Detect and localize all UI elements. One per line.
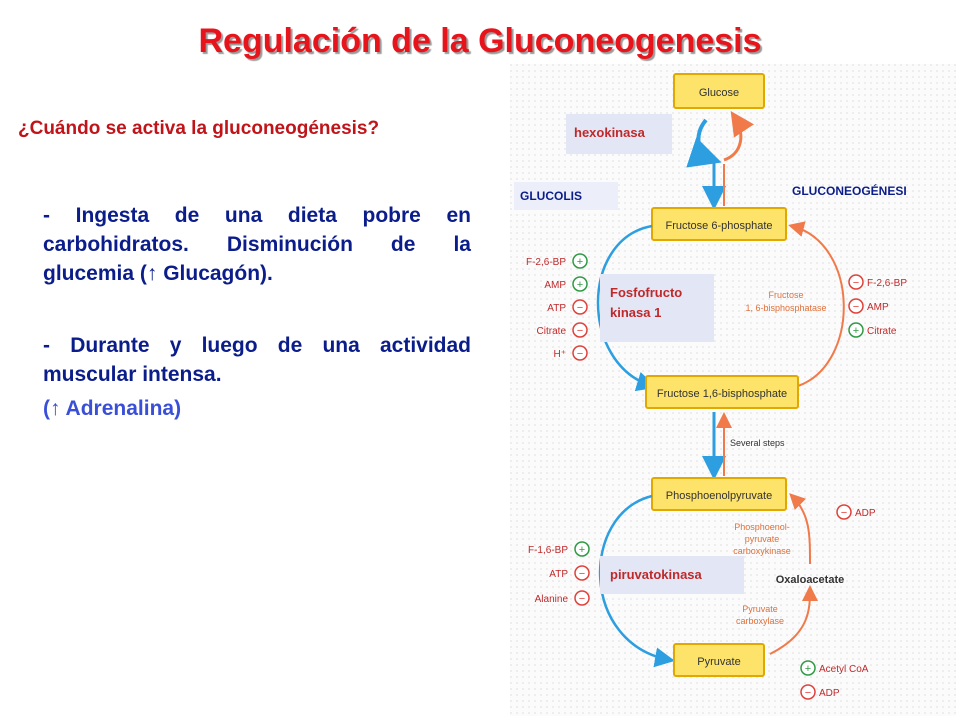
svg-text:Fructose 1,6-bisphosphate: Fructose 1,6-bisphosphate bbox=[657, 388, 787, 400]
svg-text:ADP: ADP bbox=[819, 688, 840, 699]
glucolisis-label: GLUCOLIS bbox=[520, 189, 582, 203]
enzyme-pepck-line3: carboxykinase bbox=[733, 546, 791, 556]
regulator-pepck-adp: − ADP bbox=[836, 504, 876, 520]
svg-text:+: + bbox=[579, 544, 585, 556]
svg-text:Fosfofructo: Fosfofructo bbox=[610, 285, 682, 300]
metabolite-oxaloacetate: Oxaloacetate bbox=[776, 574, 844, 586]
bullet-item-diet: - Ingesta de una dieta pobre en carbohid… bbox=[43, 201, 471, 288]
svg-text:Glucose: Glucose bbox=[699, 87, 739, 99]
svg-text:Pyruvate: Pyruvate bbox=[697, 656, 740, 668]
svg-text:−: − bbox=[853, 277, 859, 289]
svg-text:Alanine: Alanine bbox=[535, 594, 569, 605]
svg-text:Citrate: Citrate bbox=[537, 326, 567, 337]
regulators-pyruvate-carboxylase: + Acetyl CoA − ADP bbox=[800, 660, 869, 700]
svg-text:Fructose 6-phosphate: Fructose 6-phosphate bbox=[665, 220, 772, 232]
oxaloacetate-to-pep-arrow bbox=[789, 493, 811, 565]
enzyme-pepck-line1: Phosphoenol- bbox=[734, 522, 790, 532]
metabolite-f6p: Fructose 6-phosphate bbox=[651, 207, 787, 241]
glycolysis-upper-arc bbox=[596, 224, 657, 392]
svg-text:Acetyl CoA: Acetyl CoA bbox=[819, 664, 869, 675]
svg-text:−: − bbox=[805, 687, 811, 699]
glucolisis-label-bg bbox=[514, 182, 618, 210]
pyruvate-to-oxaloacetate-arrow bbox=[769, 585, 818, 655]
metabolite-pep: Phosphoenolpyruvate bbox=[651, 477, 787, 511]
svg-text:ATP: ATP bbox=[549, 569, 568, 580]
question-heading: ¿Cuándo se activa la gluconeogénesis? bbox=[18, 118, 380, 139]
hexokinase-arrow bbox=[686, 118, 722, 168]
enzyme-fbpase-line1: Fructose bbox=[768, 290, 803, 300]
svg-text:−: − bbox=[841, 507, 847, 519]
svg-text:ADP: ADP bbox=[855, 508, 876, 519]
svg-text:piruvatokinasa: piruvatokinasa bbox=[610, 567, 703, 582]
enzyme-piruvatokinasa: piruvatokinasa bbox=[600, 556, 744, 594]
bullet-dash: - bbox=[43, 334, 71, 357]
enzyme-fbpase-line2: 1, 6-bisphosphatase bbox=[745, 303, 826, 313]
adrenalina-note: (↑ Adrenalina) bbox=[43, 397, 182, 420]
enzyme-pcarb-line2: carboxylase bbox=[736, 616, 784, 626]
svg-text:Phosphoenolpyruvate: Phosphoenolpyruvate bbox=[666, 490, 772, 502]
svg-text:−: − bbox=[853, 301, 859, 313]
svg-text:kinasa 1: kinasa 1 bbox=[610, 305, 661, 320]
svg-text:H⁺: H⁺ bbox=[554, 349, 567, 360]
svg-text:−: − bbox=[577, 325, 583, 337]
several-steps-label: Several steps bbox=[730, 438, 785, 448]
metabolite-f16bp: Fructose 1,6-bisphosphate bbox=[645, 375, 799, 409]
svg-text:ATP: ATP bbox=[547, 303, 566, 314]
enzyme-pcarb-line1: Pyruvate bbox=[742, 604, 778, 614]
gluconeogenesis-label: GLUCONEOGÉNESI bbox=[792, 183, 907, 198]
svg-text:Citrate: Citrate bbox=[867, 326, 897, 337]
metabolite-glucose: Glucose bbox=[673, 73, 765, 109]
page-title: Regulación de la Gluconeogenesis bbox=[198, 22, 762, 60]
enzyme-hexokinasa: hexokinasa bbox=[566, 114, 672, 154]
enzyme-pfk1: Fosfofructo kinasa 1 bbox=[600, 274, 714, 342]
svg-text:+: + bbox=[577, 256, 583, 268]
svg-text:+: + bbox=[805, 663, 811, 675]
glucose-return-arrow bbox=[723, 111, 754, 162]
svg-text:AMP: AMP bbox=[867, 302, 889, 313]
gluconeogenesis-upper-arc bbox=[788, 221, 845, 387]
svg-text:−: − bbox=[579, 593, 585, 605]
bullet-item-exercise: - Durante y luego de una actividad muscu… bbox=[43, 331, 471, 389]
svg-text:−: − bbox=[577, 348, 583, 360]
metabolite-pyruvate: Pyruvate bbox=[673, 643, 765, 677]
svg-text:F-2,6-BP: F-2,6-BP bbox=[526, 257, 566, 268]
bullet-text: Ingesta de una dieta pobre en carbohidra… bbox=[43, 204, 471, 285]
regulators-right-top: − F-2,6-BP − AMP + Citrate bbox=[848, 274, 907, 338]
pathway-diagram: Glucose hexokinasa GLUCOLIS GLUCONEOGÉNE… bbox=[510, 64, 956, 716]
enzyme-pepck-line2: pyruvate bbox=[745, 534, 780, 544]
regulators-left-bottom: F-1,6-BP + ATP − Alanine − bbox=[528, 541, 590, 606]
svg-text:−: − bbox=[579, 568, 585, 580]
svg-text:F-2,6-BP: F-2,6-BP bbox=[867, 278, 907, 289]
bullet-text: Durante y luego de una actividad muscula… bbox=[43, 334, 472, 386]
bullet-dash: - bbox=[43, 204, 76, 227]
svg-text:AMP: AMP bbox=[544, 280, 566, 291]
svg-text:+: + bbox=[853, 325, 859, 337]
regulators-left-top: F-2,6-BP + AMP + ATP − Citrate − H⁺ − bbox=[526, 253, 588, 361]
svg-text:+: + bbox=[577, 279, 583, 291]
svg-text:hexokinasa: hexokinasa bbox=[574, 125, 646, 140]
svg-text:−: − bbox=[577, 302, 583, 314]
svg-text:F-1,6-BP: F-1,6-BP bbox=[528, 545, 568, 556]
